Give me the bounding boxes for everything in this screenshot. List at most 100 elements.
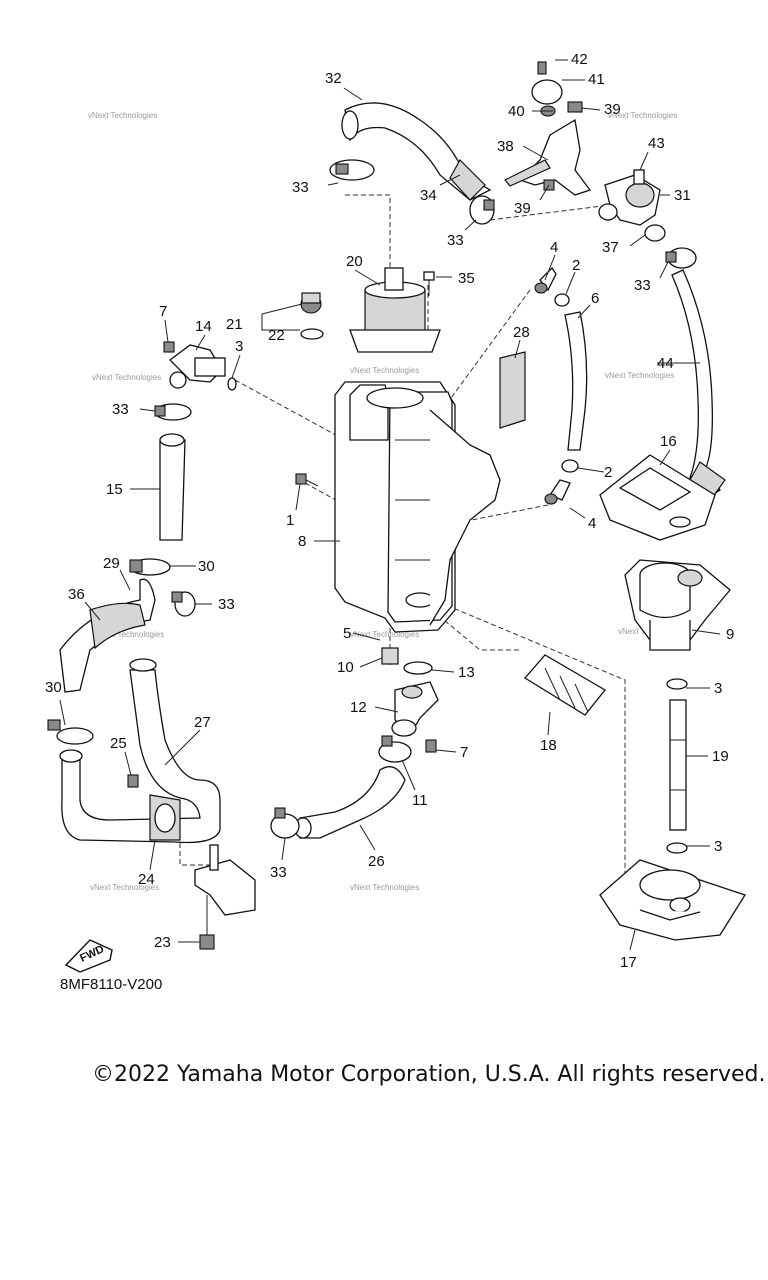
part-label: 7	[460, 744, 468, 761]
hose-clamp	[129, 558, 171, 576]
part-label: 25	[110, 735, 127, 752]
part-label: 7	[159, 303, 167, 320]
watermark-text: vNext Technologies	[95, 630, 164, 639]
watermark-text: vNext Technologies	[88, 111, 157, 120]
water-box-9	[624, 559, 731, 651]
part-label: 19	[712, 748, 729, 765]
part-label: 22	[268, 327, 285, 344]
small-hose-6	[564, 311, 588, 451]
part-label: 30	[45, 679, 62, 696]
hose-29-36	[59, 578, 156, 693]
part-label: 40	[508, 103, 525, 120]
part-label: 6	[591, 290, 599, 307]
watermark-text: vNext Technologies	[608, 111, 677, 120]
part-label: 16	[660, 433, 677, 450]
part-label: 44	[657, 355, 674, 372]
hose-clamp	[47, 719, 94, 745]
bolt-7-left	[163, 341, 175, 353]
part-label: 20	[346, 253, 363, 270]
hose-clamp	[329, 159, 375, 181]
part-label: 42	[571, 51, 588, 68]
grommet-24	[149, 794, 181, 841]
pipe-19	[669, 699, 687, 831]
hose-clamp	[665, 247, 697, 269]
watermark-text: vNext Technologies	[350, 883, 419, 892]
part-label: 8	[298, 533, 306, 550]
part-label: 43	[648, 135, 665, 152]
part-label: 37	[602, 239, 619, 256]
part-label: 33	[634, 277, 651, 294]
part-label: 35	[458, 270, 475, 287]
part-label: 9	[726, 626, 734, 643]
part-label: 41	[588, 71, 605, 88]
part-label: 32	[325, 70, 342, 87]
o-ring-13	[403, 661, 433, 675]
part-label: 33	[218, 596, 235, 613]
bolt-7-lower	[425, 739, 437, 753]
part-label: 4	[550, 239, 558, 256]
watermark-text: vNext Technologies	[605, 371, 674, 380]
part-label: 28	[513, 324, 530, 341]
part-label: 27	[194, 714, 211, 731]
o-ring-3-upper	[666, 678, 688, 690]
part-label: 10	[337, 659, 354, 676]
part-label: 29	[103, 555, 120, 572]
part-label: 39	[604, 101, 621, 118]
part-label: 3	[714, 680, 722, 697]
part-label: 13	[458, 664, 475, 681]
part-label: 33	[112, 401, 129, 418]
hose-clamp	[378, 735, 412, 763]
part-label: 23	[154, 934, 171, 951]
leader-lines	[59, 59, 721, 951]
watermark-text: vNext Technologies	[90, 883, 159, 892]
elbow-fitting-14	[169, 344, 226, 389]
plug-10	[381, 647, 399, 665]
part-label: 12	[350, 699, 367, 716]
forward-arrow-icon: FWD	[64, 939, 113, 973]
bracket-23	[194, 844, 256, 950]
part-label: 14	[195, 318, 212, 335]
clip-2-lower	[561, 459, 579, 473]
o-ring-3-lower	[666, 842, 688, 854]
part-labels: 42 41 40 39 38 39 43 31 37 33 32 33 34 3…	[45, 51, 734, 971]
upper-hose-32	[341, 102, 492, 201]
hose-27	[59, 658, 221, 844]
decal-18	[524, 654, 606, 716]
part-label: 30	[198, 558, 215, 575]
part-label: 21	[226, 316, 243, 333]
part-label: 33	[292, 179, 309, 196]
elbow-fitting-4-top	[534, 266, 557, 294]
watermark-text: vNext Technologies	[350, 630, 419, 639]
part-label: 36	[68, 586, 85, 603]
part-label: 3	[235, 338, 243, 355]
part-label: 11	[412, 792, 428, 809]
copyright-notice: ©2022 Yamaha Motor Corporation, U.S.A. A…	[92, 1062, 766, 1087]
part-label: 34	[420, 187, 437, 204]
bolt-25	[127, 774, 139, 788]
hose-15	[159, 439, 186, 541]
base-plate-17	[599, 859, 746, 941]
part-label: 4	[588, 515, 596, 532]
part-label: 31	[674, 187, 691, 204]
bolt-1	[295, 473, 319, 487]
tank-cap-assembly	[300, 267, 441, 353]
part-label: 5	[343, 625, 351, 642]
part-label: 26	[368, 853, 385, 870]
part-label: 2	[604, 464, 612, 481]
watermark-text: vNext Technologies	[92, 373, 161, 382]
top-right-bracket-assembly	[504, 61, 666, 242]
part-label: 3	[714, 838, 722, 855]
decal-28	[499, 351, 526, 429]
part-label: 15	[106, 481, 123, 498]
part-label: 18	[540, 737, 557, 754]
hose-clamp	[154, 403, 192, 421]
elbow-fitting-12	[391, 681, 439, 737]
diagram-code: 8MF8110-V200	[60, 976, 163, 993]
part-label: 39	[514, 200, 531, 217]
hose-44	[671, 269, 726, 501]
hose-26	[294, 766, 406, 839]
tank-gasket	[429, 409, 501, 626]
watermark-text: vNext Technologies	[350, 366, 419, 375]
part-label: 17	[620, 954, 637, 971]
